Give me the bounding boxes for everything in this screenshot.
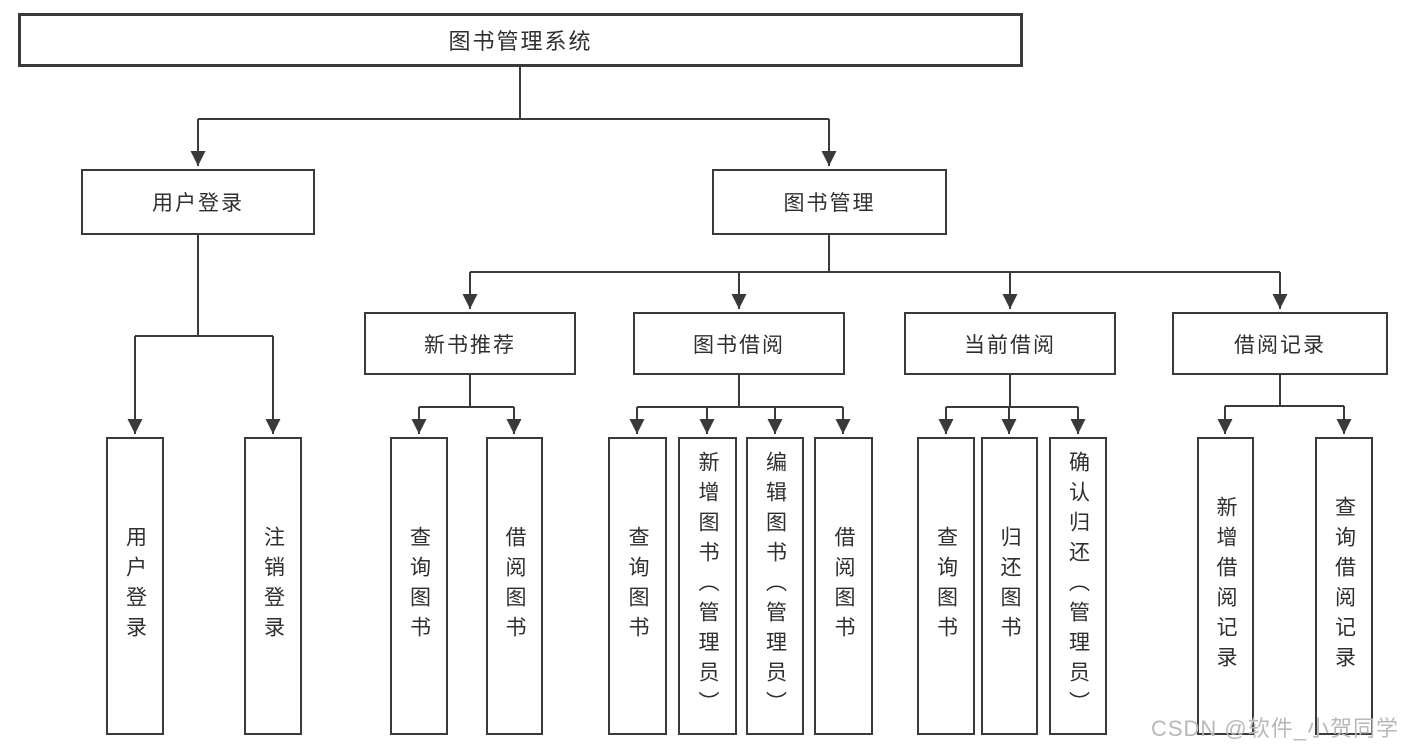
node-label: 查询图书 <box>626 526 649 646</box>
leaf-return-books: 归还图书 <box>981 437 1038 735</box>
node-label: 确认归还（管理员） <box>1066 451 1090 721</box>
leaf-borrow-books-recommend: 借阅图书 <box>486 437 543 735</box>
leaf-add-books-admin: 新增图书（管理员） <box>678 437 737 735</box>
leaf-query-borrow-record: 查询借阅记录 <box>1315 437 1373 735</box>
node-library-management-system: 图书管理系统 <box>18 13 1023 67</box>
node-label: 借阅图书 <box>503 526 526 646</box>
node-label: 新增图书（管理员） <box>696 451 719 721</box>
node-label: 归还图书 <box>998 526 1021 646</box>
leaf-query-books-current: 查询图书 <box>917 437 975 735</box>
leaf-user-login: 用户登录 <box>106 437 164 735</box>
node-label: 查询借阅记录 <box>1332 496 1356 676</box>
node-new-book-recommend: 新书推荐 <box>364 312 576 375</box>
node-label: 新增借阅记录 <box>1214 496 1237 676</box>
node-label: 用户登录 <box>152 192 244 215</box>
node-label: 查询图书 <box>934 526 958 646</box>
node-label: 借阅记录 <box>1234 333 1326 357</box>
node-label: 注销登录 <box>261 526 285 646</box>
node-label: 借阅图书 <box>832 526 855 646</box>
node-label: 图书管理 <box>783 192 876 215</box>
node-borrow-records: 借阅记录 <box>1172 312 1388 375</box>
leaf-add-borrow-record: 新增借阅记录 <box>1197 437 1254 735</box>
node-label: 查询图书 <box>407 526 431 646</box>
csdn-watermark: CSDN @软件_小贺同学 <box>1150 716 1399 741</box>
leaf-query-books-borrow: 查询图书 <box>608 437 667 735</box>
leaf-borrow-books: 借阅图书 <box>814 437 873 735</box>
node-label: 新书推荐 <box>424 333 516 357</box>
node-book-borrow: 图书借阅 <box>633 312 845 375</box>
node-label: 编辑图书（管理员） <box>763 451 787 721</box>
node-book-management: 图书管理 <box>712 169 947 235</box>
leaf-confirm-return-admin: 确认归还（管理员） <box>1049 437 1107 735</box>
node-current-borrow: 当前借阅 <box>904 312 1116 375</box>
node-label: 图书管理系统 <box>448 29 593 54</box>
node-label: 用户登录 <box>123 526 147 646</box>
node-label: 图书借阅 <box>693 333 785 357</box>
node-label: 当前借阅 <box>964 333 1056 357</box>
leaf-edit-books-admin: 编辑图书（管理员） <box>746 437 804 735</box>
node-user-login: 用户登录 <box>81 169 315 235</box>
leaf-query-books-recommend: 查询图书 <box>390 437 448 735</box>
leaf-logout: 注销登录 <box>244 437 302 735</box>
